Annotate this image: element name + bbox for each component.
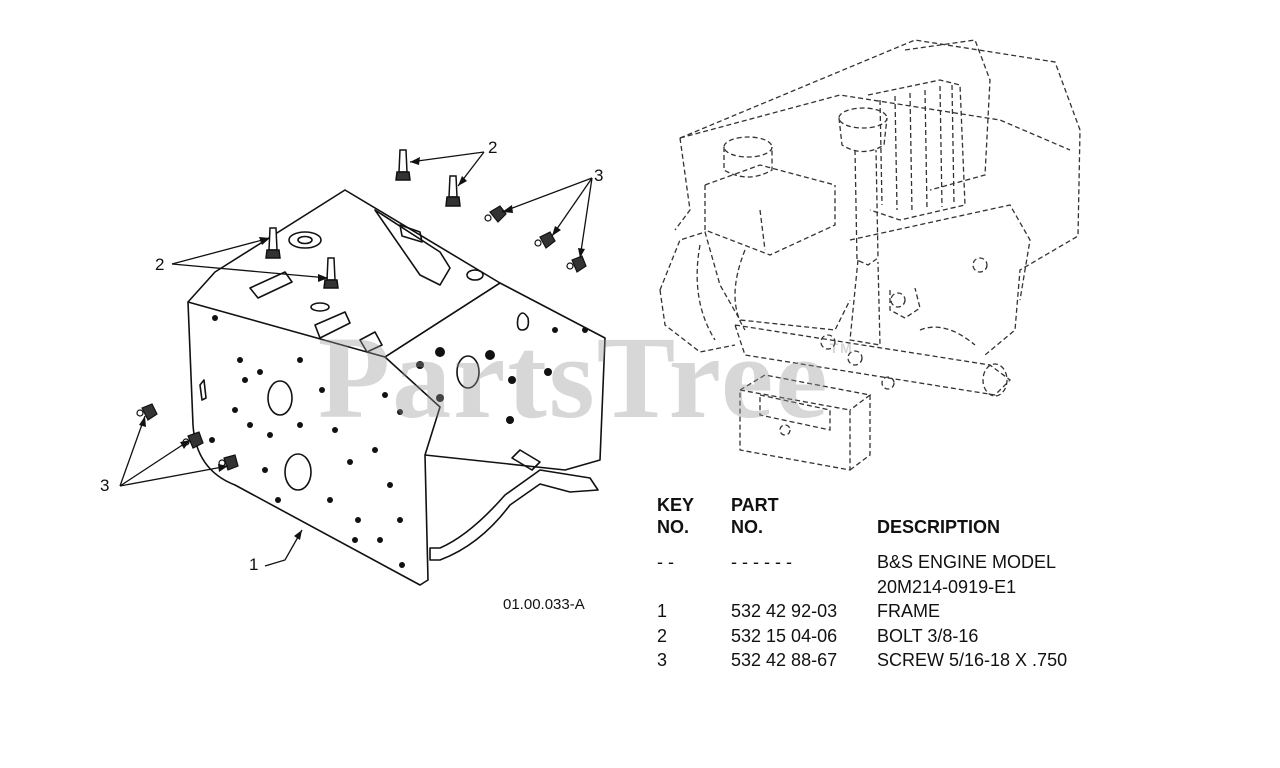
key-no-cell: 3 xyxy=(657,650,668,670)
frame-holes xyxy=(209,315,588,568)
bolt-part-2 xyxy=(265,149,461,289)
table-row: 1 532 42 92-03 FRAME xyxy=(657,599,1117,624)
callout-bolt-top: 2 xyxy=(488,138,498,157)
key-no-cell: - - xyxy=(657,552,674,572)
figure-code: 01.00.033-A xyxy=(503,596,585,613)
callout-leader-lines xyxy=(119,151,593,567)
part-no-cell: 532 42 88-67 xyxy=(731,650,838,670)
part-no-cell: 532 42 92-03 xyxy=(731,601,838,621)
engine-phantom-outline xyxy=(659,39,1081,471)
callout-frame: 1 xyxy=(249,555,259,574)
callout-screw-left: 3 xyxy=(100,476,110,495)
description-cell: FRAME xyxy=(877,601,940,621)
key-no-cell: 1 xyxy=(657,601,668,621)
part-no-cell: - - - - - - xyxy=(731,552,792,572)
leader-arrowheads xyxy=(139,157,585,540)
callout-bolt-left: 2 xyxy=(155,255,165,274)
frame-part-1 xyxy=(187,189,606,586)
callout-screw-top: 3 xyxy=(594,166,604,185)
screw-part-3 xyxy=(136,205,587,471)
header-description: DESCRIPTION xyxy=(877,517,1001,537)
description-cell: BOLT 3/8-16 xyxy=(877,625,979,646)
key-no-cell: 2 xyxy=(657,625,668,646)
description-cell: SCREW 5/16-18 X .750 xyxy=(877,650,1068,670)
part-no-cell: 532 15 04-06 xyxy=(731,625,838,646)
table-row: 2 532 15 04-06 BOLT 3/8-16 xyxy=(657,624,1117,649)
table-row: 3 532 42 88-67 SCREW 5/16-18 X .750 xyxy=(657,648,1117,673)
